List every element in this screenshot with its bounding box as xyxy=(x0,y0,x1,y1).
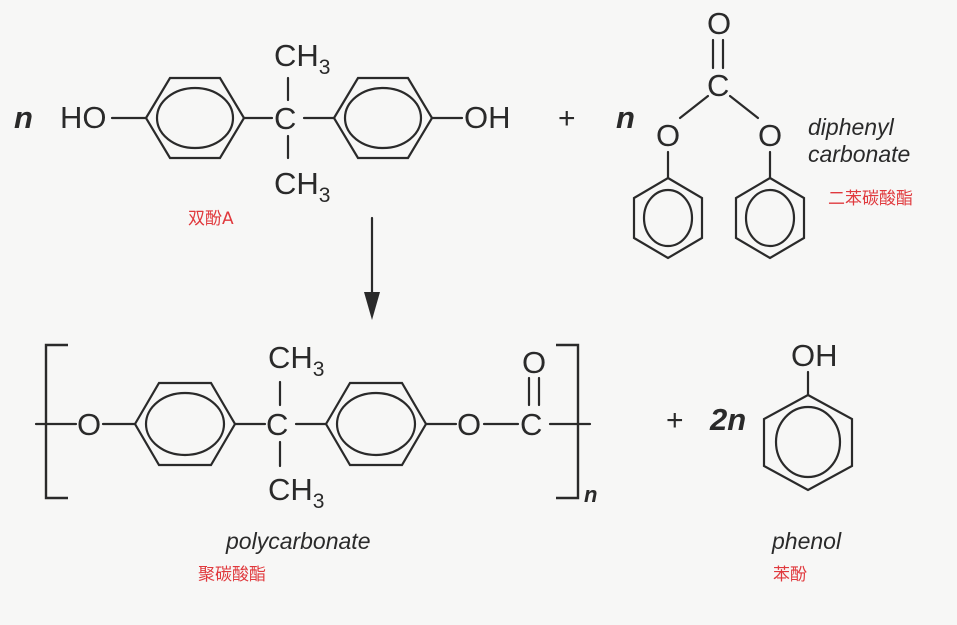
reaction-arrow xyxy=(364,216,380,320)
pc-ring-2-aromatic xyxy=(335,391,417,457)
pc-left-oxygen: O xyxy=(77,407,101,442)
bpa-name-cn: 双酚A xyxy=(188,209,234,229)
pc-right-bracket xyxy=(556,343,580,500)
dpc-ester-oxygen-left: O xyxy=(656,118,680,153)
phenol-ring xyxy=(762,393,854,492)
pc-ring-1-aromatic xyxy=(144,391,226,457)
dpc-bond-c-o-left xyxy=(678,94,710,120)
dpc-right-ring-aromatic xyxy=(744,188,796,248)
pc-name-en: polycarbonate xyxy=(225,528,371,554)
phenol-coefficient: 2n xyxy=(709,402,746,437)
dpc-ester-oxygen-right: O xyxy=(758,118,782,153)
plus-sign-1: + xyxy=(558,102,576,135)
bpa-left-ring-aromatic xyxy=(155,86,235,150)
phenol-name-cn: 苯酚 xyxy=(773,565,807,585)
bpa-right-ring-aromatic xyxy=(343,86,423,150)
dpc-left-ring xyxy=(632,176,704,260)
pc-bottom-methyl: CH3 xyxy=(268,472,324,513)
dpc-left-ring-aromatic xyxy=(642,188,694,248)
dpc-name-cn: 二苯碳酸酯 xyxy=(828,189,913,209)
dpc-right-ring xyxy=(734,176,806,260)
dpc-bond-c-o-right xyxy=(728,94,760,120)
bpa-coefficient: n xyxy=(14,100,33,135)
polycarbonate: O C CH3 CH3 O C O n polycarbonate 聚碳酸酯 xyxy=(34,340,597,585)
pc-top-methyl: CH3 xyxy=(268,340,324,381)
diphenyl-carbonate: n O C O O diphenyl carbonate 二苯碳酸酯 xyxy=(616,6,913,260)
pc-repeat-n: n xyxy=(584,482,597,507)
phenol-oh-label: OH xyxy=(791,338,838,373)
bisphenol-a: n HO C CH3 CH3 OH 双酚A xyxy=(14,38,511,229)
dpc-carbon: C xyxy=(707,68,729,103)
pc-name-cn: 聚碳酸酯 xyxy=(198,565,266,585)
dpc-name-en-line2: carbonate xyxy=(808,141,910,167)
phenol-ring-aromatic xyxy=(774,405,842,479)
bpa-left-ring xyxy=(144,76,246,160)
dpc-coefficient: n xyxy=(616,100,635,135)
dpc-name-en-line1: diphenyl xyxy=(808,114,895,140)
bpa-right-ring xyxy=(332,76,434,160)
bpa-top-methyl: CH3 xyxy=(274,38,330,79)
phenol-name-en: phenol xyxy=(771,528,842,554)
pc-ring-2 xyxy=(324,381,428,467)
bpa-ho-label: HO xyxy=(60,100,107,135)
bpa-oh-label: OH xyxy=(464,100,511,135)
pc-center-carbon: C xyxy=(266,407,288,442)
plus-sign-2: + xyxy=(666,404,684,437)
dpc-carbonyl-oxygen: O xyxy=(707,6,731,41)
bpa-center-carbon: C xyxy=(274,101,296,136)
pc-right-oxygen: O xyxy=(457,407,481,442)
bpa-bottom-methyl: CH3 xyxy=(274,166,330,207)
phenol: 2n OH phenol 苯酚 xyxy=(709,338,854,585)
pc-ring-1 xyxy=(133,381,237,467)
pc-left-bracket xyxy=(44,343,68,500)
pc-carbonyl-carbon: C xyxy=(520,407,542,442)
pc-carbonyl-oxygen: O xyxy=(522,345,546,380)
reaction-arrow-head xyxy=(364,292,380,320)
